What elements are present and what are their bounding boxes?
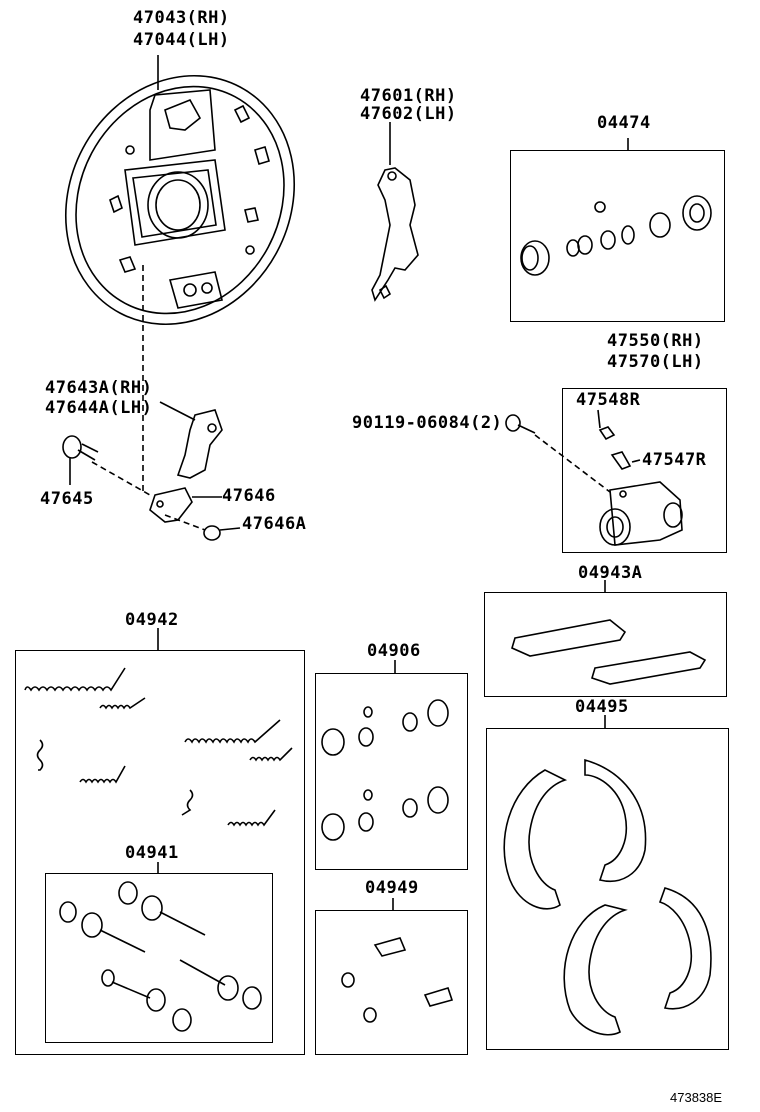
lever-47646-drawing bbox=[149, 487, 221, 541]
label-adjust-lever-lh: 47644A(LH) bbox=[45, 398, 153, 418]
kit-04495-drawing bbox=[503, 758, 712, 1036]
label-wheel-cyl-rh: 47550(RH) bbox=[607, 331, 704, 351]
kit-04941-box bbox=[45, 873, 273, 1043]
label-parking-lever-rh: 47601(RH) bbox=[360, 86, 457, 106]
label-bleeder-plug: 47547R bbox=[642, 450, 707, 470]
pin-47645-drawing bbox=[62, 435, 99, 461]
label-bleeder-cap: 47548R bbox=[576, 390, 641, 410]
kit-04943a-drawing bbox=[511, 619, 707, 685]
label-pin-47645: 47645 bbox=[40, 489, 94, 509]
kit-04474-box bbox=[510, 150, 725, 322]
kit-04474-drawing bbox=[520, 195, 712, 276]
kit-04943a-box bbox=[484, 592, 727, 697]
label-kit-04474: 04474 bbox=[597, 113, 651, 133]
backing-plate-drawing bbox=[64, 74, 296, 326]
label-parking-lever-lh: 47602(LH) bbox=[360, 104, 457, 124]
kit-04942-drawing bbox=[24, 667, 293, 827]
label-kit-04942: 04942 bbox=[125, 610, 179, 630]
kit-04906-box bbox=[315, 673, 468, 870]
kit-04906-drawing bbox=[321, 699, 449, 841]
label-kit-04906: 04906 bbox=[367, 641, 421, 661]
label-lever-47646: 47646 bbox=[222, 486, 276, 506]
kit-04495-box bbox=[486, 728, 729, 1050]
label-kit-04941: 04941 bbox=[125, 843, 179, 863]
label-adjust-lever-rh: 47643A(RH) bbox=[45, 378, 153, 398]
label-backing-plate-rh: 47043(RH) bbox=[133, 8, 230, 28]
parking-lever-drawing bbox=[371, 167, 419, 302]
bolt-drawing bbox=[505, 414, 536, 434]
kit-04949-box bbox=[315, 910, 468, 1055]
label-kit-04495: 04495 bbox=[575, 697, 629, 717]
label-kit-04949: 04949 bbox=[365, 878, 419, 898]
label-washer-47646a: 47646A bbox=[242, 514, 307, 534]
label-wheel-cyl-lh: 47570(LH) bbox=[607, 352, 704, 372]
adjust-lever-drawing bbox=[176, 409, 223, 479]
wheel-cylinder-box bbox=[562, 388, 727, 553]
kit-04949-drawing bbox=[341, 937, 454, 1023]
label-bolt: 90119-06084(2) bbox=[352, 413, 503, 433]
diagram-id: 473838E bbox=[670, 1090, 723, 1105]
kit-04942-box bbox=[15, 650, 305, 1055]
label-backing-plate-lh: 47044(LH) bbox=[133, 30, 230, 50]
wheel-cylinder-drawing bbox=[598, 426, 683, 546]
kit-04941-drawing bbox=[59, 881, 262, 1032]
label-kit-04943a: 04943A bbox=[578, 563, 643, 583]
